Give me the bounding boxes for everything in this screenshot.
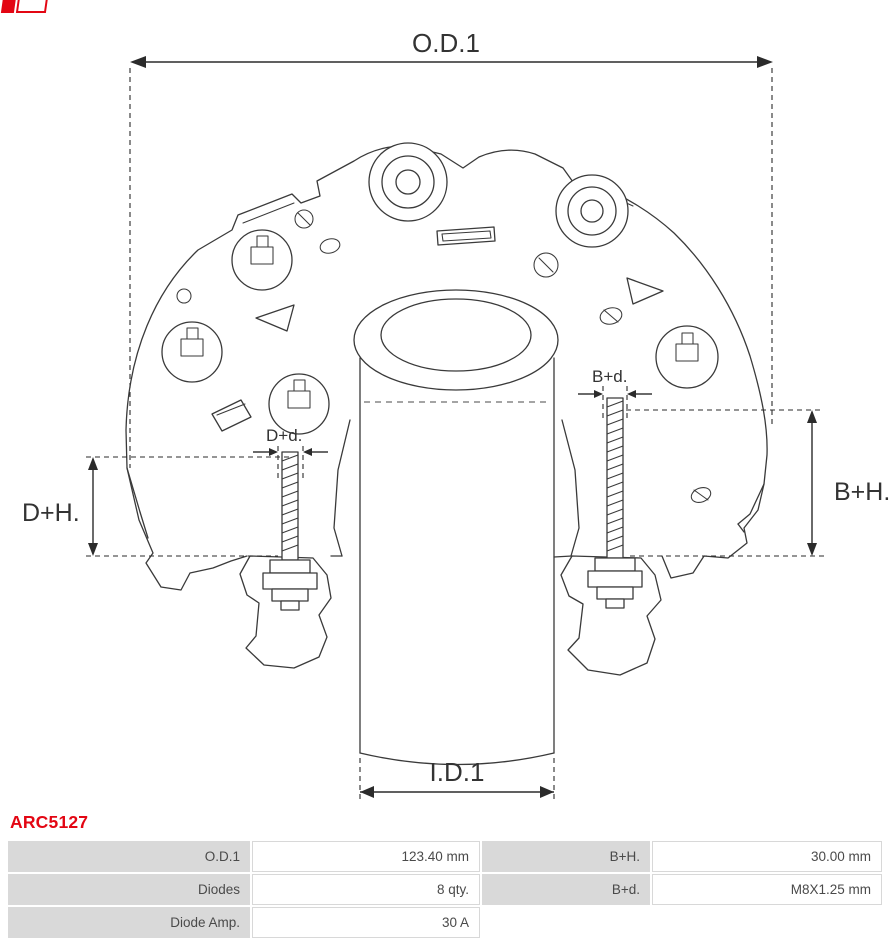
center-bore xyxy=(353,289,559,766)
terminal-slot-top xyxy=(436,226,496,246)
right-bracket xyxy=(560,555,662,676)
dim-dh: D+H. xyxy=(22,456,290,557)
dim-bh: B+H. xyxy=(626,409,890,557)
small-holes xyxy=(176,209,712,503)
terminal-slot-left xyxy=(211,399,252,432)
spec-table: O.D.1 123.40 mm B+H. 30.00 mm Diodes 8 q… xyxy=(8,841,882,938)
dim-label-dd: D+d. xyxy=(266,426,302,445)
technical-drawing: O.D.1 xyxy=(22,28,890,800)
triangle-mark-right xyxy=(626,277,664,305)
part-number: ARC5127 xyxy=(10,812,89,832)
plate-outer-rim xyxy=(125,145,768,525)
spec-value: 123.40 mm xyxy=(252,841,480,872)
dim-id1: I.D.1 xyxy=(359,757,555,800)
spec-label: Diodes xyxy=(8,874,250,905)
dim-bd: B+d. xyxy=(578,367,652,420)
spec-value: 8 qty. xyxy=(252,874,480,905)
spec-label: B+d. xyxy=(482,874,650,905)
diode-circles xyxy=(161,229,719,435)
spec-value: 30 A xyxy=(252,907,480,938)
spec-value: 30.00 mm xyxy=(652,841,882,872)
spec-label: B+H. xyxy=(482,841,650,872)
spec-value: M8X1.25 mm xyxy=(652,874,882,905)
left-bracket xyxy=(239,555,332,669)
spec-empty-cell xyxy=(652,907,882,938)
rectifier-body xyxy=(125,142,768,766)
right-stud xyxy=(587,397,643,609)
dim-od1: O.D.1 xyxy=(129,28,773,468)
dim-label-bh: B+H. xyxy=(834,478,890,506)
dim-label-id1: I.D.1 xyxy=(430,757,485,787)
dim-label-bd: B+d. xyxy=(592,367,627,386)
spec-label: Diode Amp. xyxy=(8,907,250,938)
mount-boss-top xyxy=(368,142,448,222)
plate-lower-rim-right xyxy=(661,483,765,579)
spec-empty-cell xyxy=(482,907,650,938)
plate-lower-rim-left xyxy=(126,467,248,591)
triangle-mark-left xyxy=(255,304,295,332)
dim-dd: D+d. xyxy=(253,426,328,478)
mount-boss-right xyxy=(555,174,629,248)
dim-label-od1: O.D.1 xyxy=(412,28,480,58)
left-stud xyxy=(262,451,318,611)
dim-label-dh: D+H. xyxy=(22,499,80,527)
spec-label: O.D.1 xyxy=(8,841,250,872)
